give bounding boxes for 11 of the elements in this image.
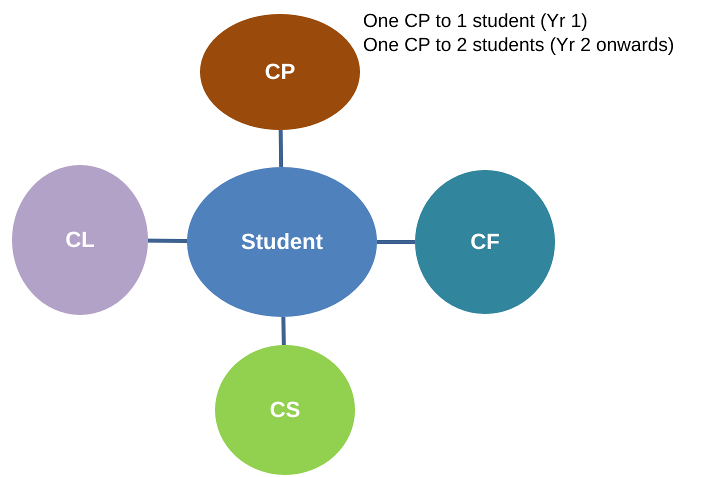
connector-line [377,240,415,244]
node-label: Student [241,228,323,256]
connector-line [148,238,188,244]
node-label: CS [270,396,300,424]
annotation-text: One CP to 1 student (Yr 1) [363,10,589,34]
annotation-text: One CP to 2 students (Yr 2 onwards) [363,34,676,58]
node-label: CL [65,226,95,254]
connector-line [281,316,286,346]
connector-line [278,130,284,168]
node-label: CP [264,58,296,86]
node-label: CF [470,228,500,256]
